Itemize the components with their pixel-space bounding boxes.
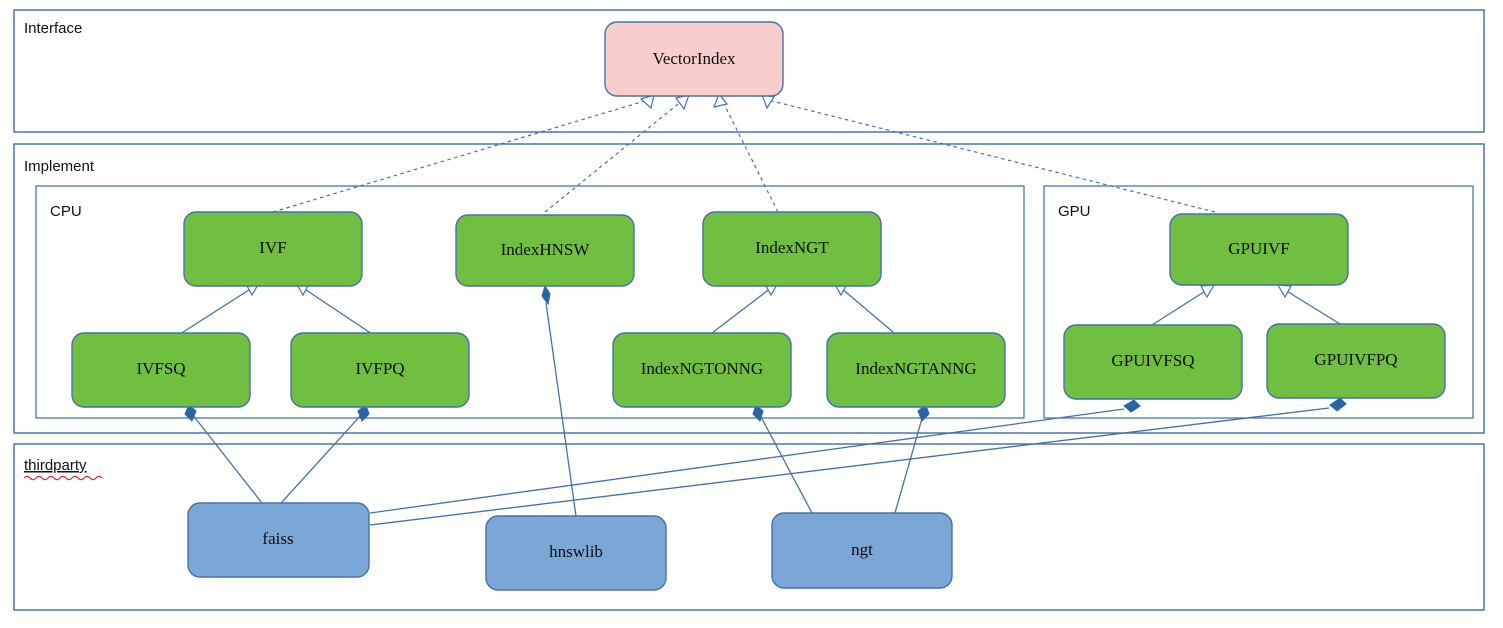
node-hnswlib-rect[interactable] [485, 515, 667, 591]
node-ivfsq-label: IVFSQ [136, 359, 185, 378]
node-indexngtonng[interactable]: IndexNGTONNG [612, 332, 792, 408]
spellcheck-squiggle-icon [23, 475, 103, 481]
edge-ngt-to-indexngtanng [894, 404, 930, 514]
node-faiss-label: faiss [262, 529, 293, 548]
node-ivfpq[interactable]: IVFPQ [290, 332, 470, 408]
node-ivfpq-rect[interactable] [290, 332, 470, 408]
node-indexngt-rect[interactable] [702, 211, 882, 287]
node-hnswlib-label: hnswlib [549, 542, 603, 561]
group-thirdparty-label: thirdparty [24, 457, 87, 474]
node-gpuivfsq-label: GPUIVFSQ [1111, 351, 1194, 370]
node-hnswlib[interactable]: hnswlib [485, 515, 667, 591]
edge-faiss-to-gpuivfsq [369, 399, 1141, 514]
node-gpuivf-rect[interactable] [1169, 213, 1349, 286]
node-gpuivfpq[interactable]: GPUIVFPQ [1266, 323, 1446, 399]
node-gpuivfsq-rect[interactable] [1063, 324, 1243, 400]
node-indexngtonng-label: IndexNGTONNG [641, 359, 763, 378]
node-indexngt-label: IndexNGT [755, 238, 829, 257]
node-gpuivfsq[interactable]: GPUIVFSQ [1063, 324, 1243, 400]
node-indexhnsw-label: IndexHNSW [501, 240, 591, 259]
node-indexngt[interactable]: IndexNGT [702, 211, 882, 287]
node-ivfsq[interactable]: IVFSQ [71, 332, 251, 408]
node-gpuivf-label: GPUIVF [1228, 239, 1289, 258]
node-vectorindex[interactable]: VectorIndex [604, 21, 784, 97]
node-indexhnsw-rect[interactable] [455, 214, 635, 287]
edge-ngt-to-indexngtonng [752, 404, 813, 514]
node-faiss-rect[interactable] [187, 502, 370, 578]
node-faiss[interactable]: faiss [187, 502, 370, 578]
node-gpuivf[interactable]: GPUIVF [1169, 213, 1349, 286]
edge-faiss-to-ivfsq [184, 404, 263, 504]
group-gpu-label: GPU [1058, 203, 1091, 220]
group-cpu-label: CPU [50, 203, 82, 220]
node-indexngtanng[interactable]: IndexNGTANNG [826, 332, 1006, 408]
node-indexngtonng-rect[interactable] [612, 332, 792, 408]
node-ngt-rect[interactable] [771, 512, 953, 589]
edge-hnswlib-to-indexhnsw [541, 284, 577, 517]
node-vectorindex-rect[interactable] [604, 21, 784, 97]
node-ivfsq-rect[interactable] [71, 332, 251, 408]
node-indexngtanng-label: IndexNGTANNG [855, 359, 976, 378]
node-indexngtanng-rect[interactable] [826, 332, 1006, 408]
node-ivfpq-label: IVFPQ [355, 359, 404, 378]
edge-ivf-to-vectorindex [272, 94, 655, 213]
edge-faiss-to-ivfpq [280, 404, 370, 504]
node-ivf-label: IVF [259, 238, 286, 257]
node-ngt-label: ngt [851, 540, 873, 559]
edge-indexngt-to-vectorindex [713, 92, 779, 213]
group-interface-label: Interface [24, 20, 82, 37]
node-indexhnsw[interactable]: IndexHNSW [455, 214, 635, 287]
edge-faiss-to-gpuivfpq [369, 397, 1347, 526]
group-implement-label: Implement [24, 158, 95, 175]
node-vectorindex-label: VectorIndex [652, 49, 736, 68]
node-ivf[interactable]: IVF [183, 211, 363, 287]
node-ivf-rect[interactable] [183, 211, 363, 287]
node-gpuivfpq-label: GPUIVFPQ [1314, 350, 1397, 369]
node-gpuivfpq-rect[interactable] [1266, 323, 1446, 399]
node-ngt[interactable]: ngt [771, 512, 953, 589]
